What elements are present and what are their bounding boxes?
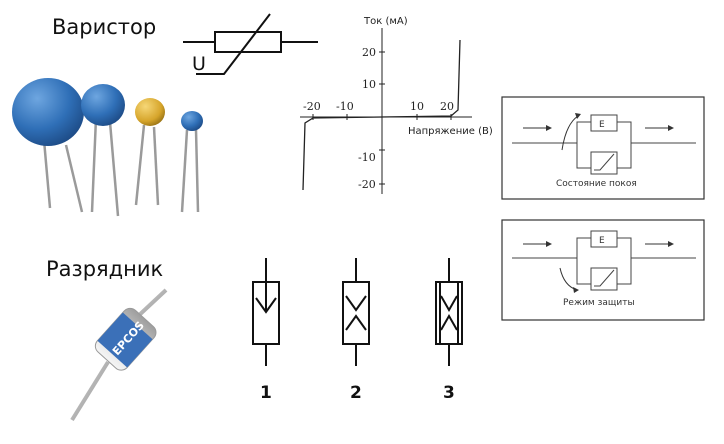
arrester-title: Разрядник <box>46 257 164 281</box>
symbol-number-2: 2 <box>350 383 362 403</box>
x-tick: -20 <box>303 100 321 113</box>
x-tick: 10 <box>410 100 424 113</box>
y-tick: 10 <box>362 78 376 91</box>
varistor-title: Варистор <box>52 15 157 39</box>
x-tick: -10 <box>336 100 354 113</box>
x-axis-label: Напряжение (В) <box>408 126 493 137</box>
y-tick: 20 <box>362 46 376 59</box>
symbol-voltage-label: U <box>192 53 206 75</box>
block-letter: E <box>599 120 605 130</box>
symbol-number-3: 3 <box>443 383 455 403</box>
x-tick: 20 <box>440 100 454 113</box>
y-tick: -10 <box>358 151 376 164</box>
circuit-caption: Режим защиты <box>563 298 635 308</box>
block-letter: E <box>599 236 605 246</box>
y-axis-label: Ток (мА) <box>363 16 408 27</box>
symbol-number-1: 1 <box>260 383 272 403</box>
y-tick: -20 <box>358 178 376 191</box>
circuit-caption: Состояние покоя <box>556 179 637 189</box>
